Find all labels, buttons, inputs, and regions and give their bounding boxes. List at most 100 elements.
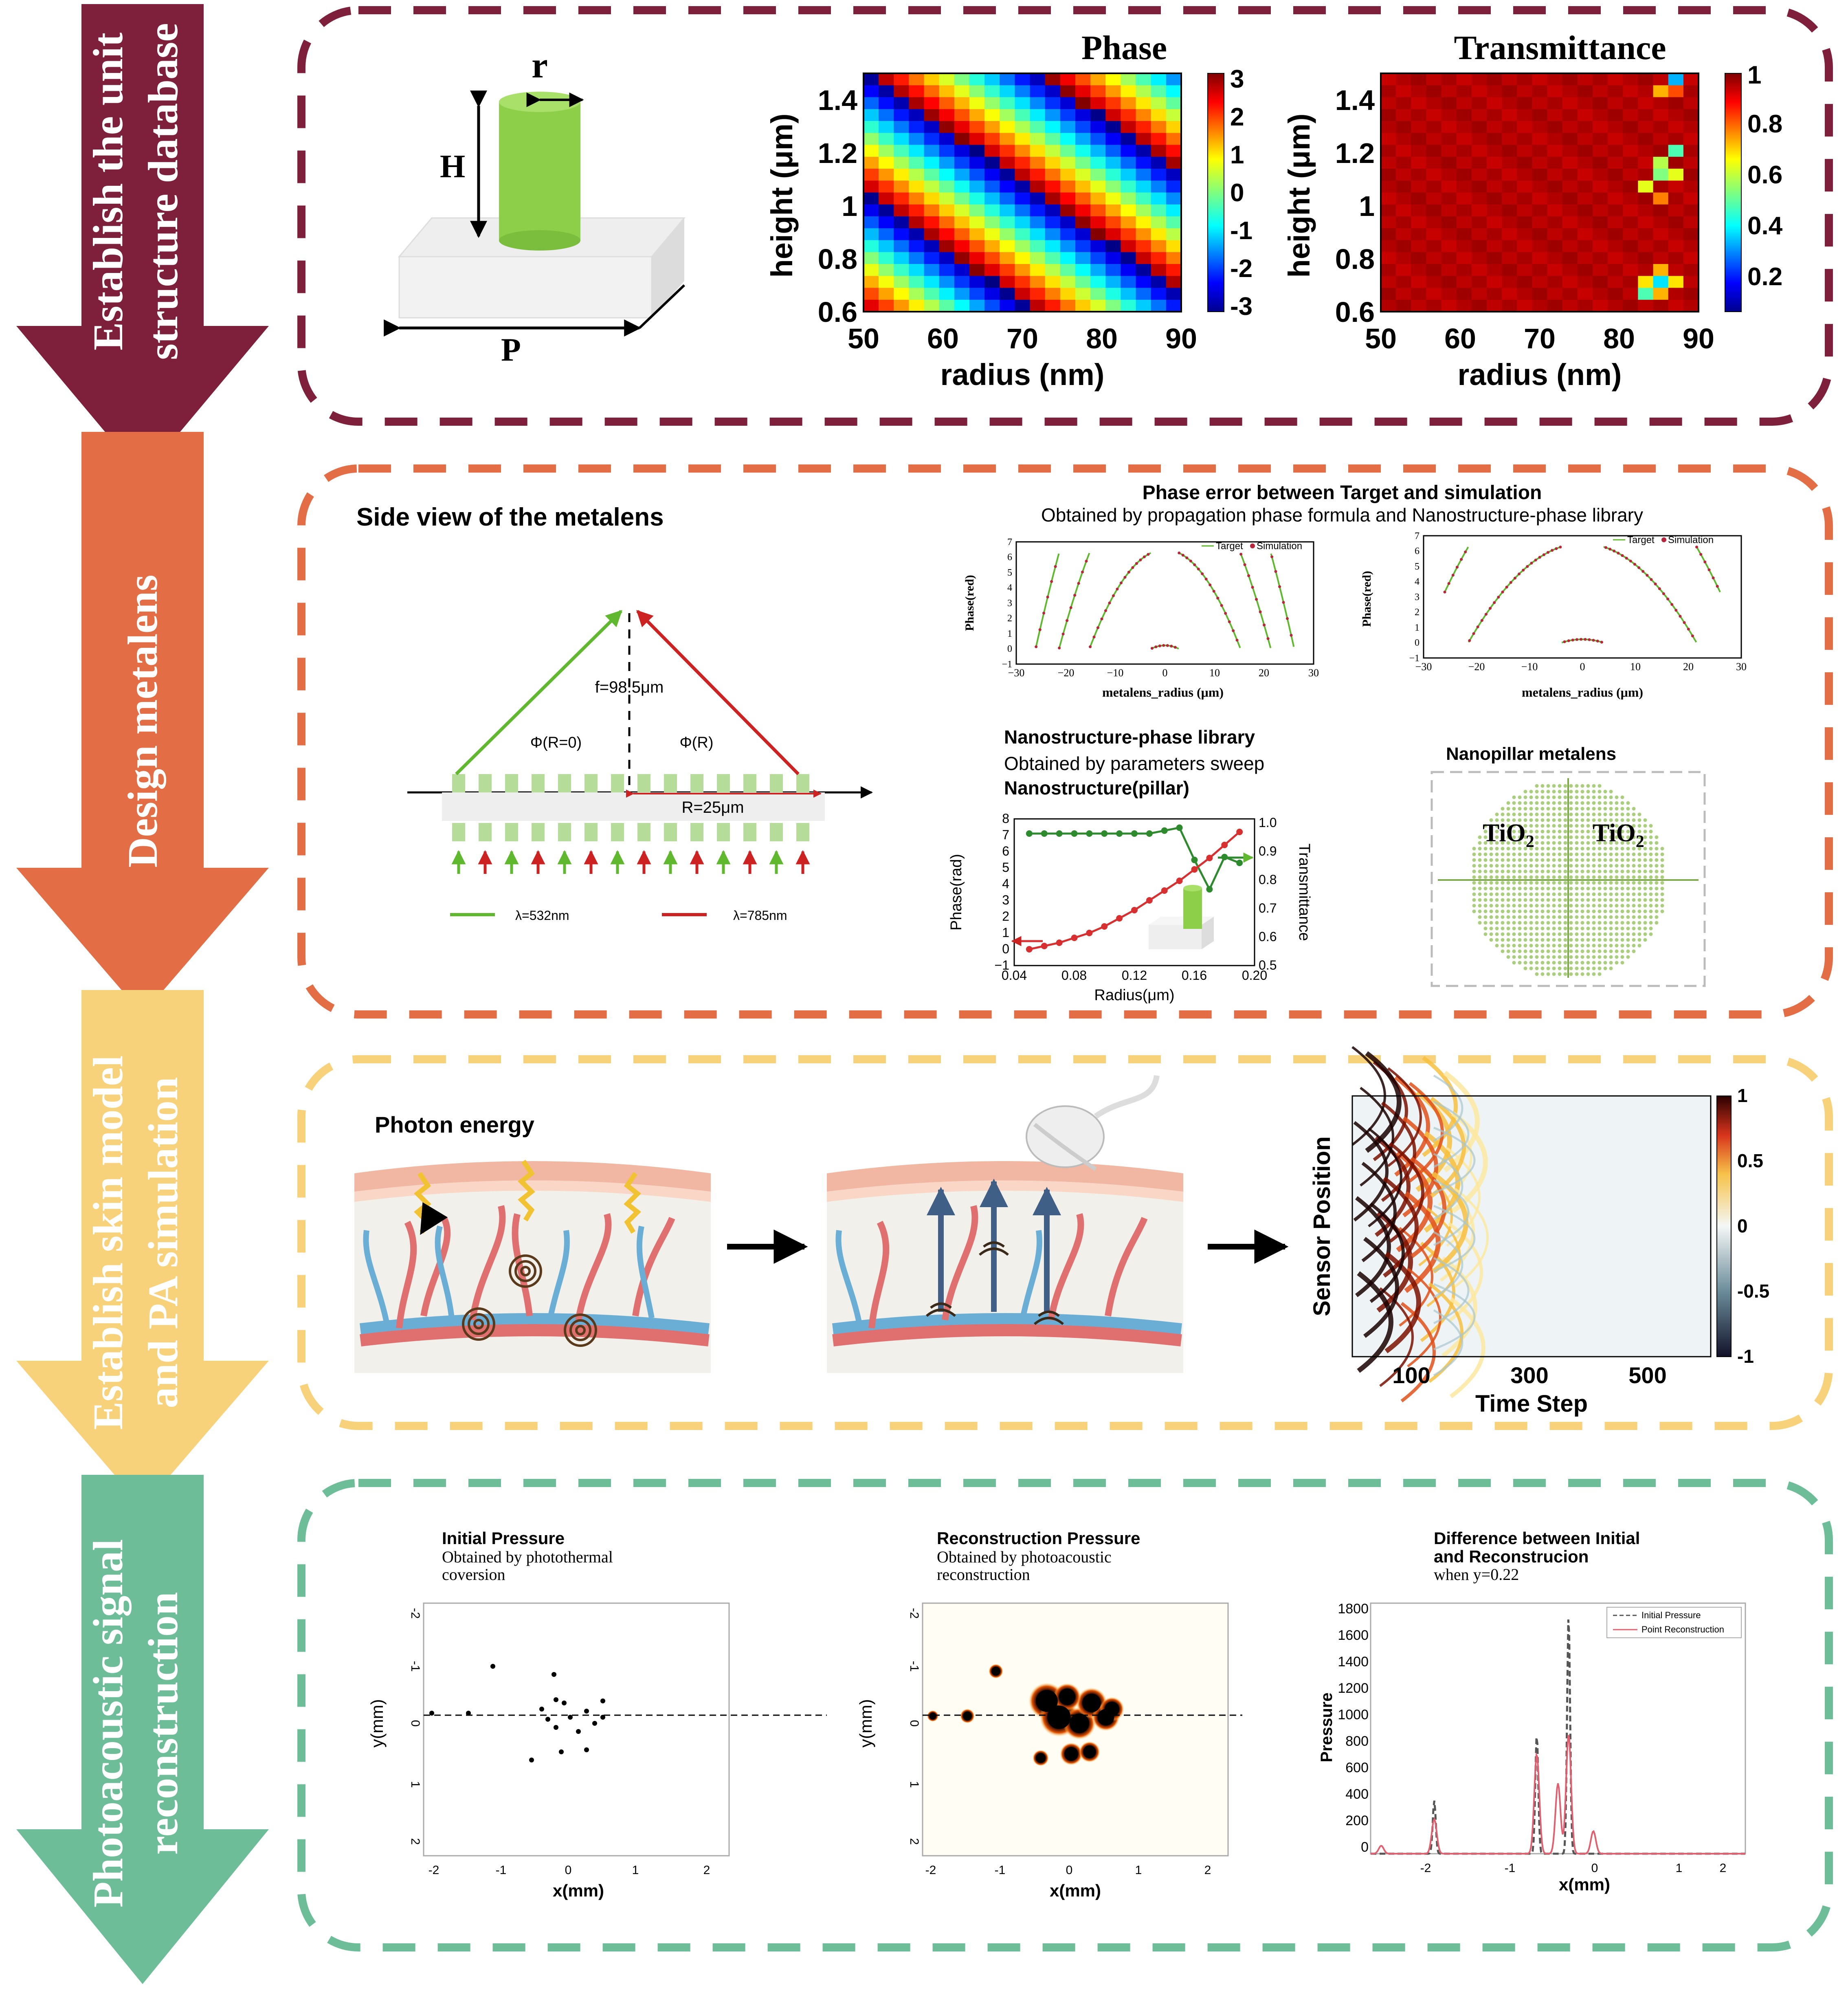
pillar-dot [1586,926,1590,931]
pillar-dot [1558,938,1562,942]
lens-pillar [717,823,730,841]
pillar-dot [1643,921,1647,925]
lens-pillar [479,823,492,841]
sim-point [1633,563,1636,566]
phase-cell [879,73,894,86]
pillar-dot [1523,892,1527,896]
pillar-dot [1483,909,1488,913]
trans-cell [1653,240,1669,253]
pillar-dot [1655,898,1659,902]
trans-cell [1562,145,1578,157]
pillar-dot [1649,847,1653,851]
pe-right-ytick: 5 [1415,561,1420,572]
pillar-dot [1563,818,1567,822]
phase-cell [894,180,909,193]
phase-point [1221,842,1228,848]
phase-cell [939,145,955,157]
trans-cell [1638,240,1654,253]
pillar-dot [1603,818,1607,822]
pillar-dot [1592,898,1596,902]
pillar-dot [1563,812,1567,816]
phase-cell [969,73,985,86]
pillar-body [499,102,580,240]
sim-point [1270,555,1274,559]
phase-cell [1151,299,1167,312]
trans-cell [1426,156,1442,169]
pillar-dot [1523,829,1527,834]
trans-cell [1547,204,1563,217]
pillar-dot [1558,949,1562,953]
pillar-dot [1552,932,1556,936]
trans-cell [1623,169,1638,181]
phase-cell [1136,133,1151,145]
trans-cell [1623,276,1638,288]
phase-cell [954,109,970,121]
trans-cell [1517,169,1532,181]
sim-point [1526,565,1529,568]
pillar-dot [1603,812,1607,816]
pillar-dot [1637,915,1641,919]
sim-point [1567,639,1570,642]
pillar-dot [1489,909,1493,913]
pillar-dot [1518,841,1522,845]
pillar-dot [1501,852,1505,856]
sim-point [1096,626,1099,629]
initial-sub2: coversion [442,1565,505,1584]
phase-cell [1000,145,1015,157]
wavefront [1407,1267,1441,1368]
sim-point [1513,576,1516,580]
phase-cell [954,204,970,217]
pillar-dot [1501,949,1505,953]
phase-cell [1030,276,1046,288]
sim-point [1551,549,1554,552]
pillar-dot [1523,841,1527,845]
legend-sim-right: Simulation [1668,535,1714,546]
trans-cell [1456,288,1472,300]
pillar-dot [1518,875,1522,879]
lens-pillar [637,823,650,841]
pillar-dot [1643,926,1647,931]
pillar-dot [1540,944,1545,948]
pillar-dot [1592,807,1596,811]
sim-point [1464,550,1467,554]
trans-cell [1532,299,1548,312]
trans-cell [1547,109,1563,121]
pillar-dot [1483,875,1488,879]
pillar-dot [1523,909,1527,913]
pillar-dot [1506,858,1510,862]
trans-cell [1381,180,1396,193]
pillar-dot [1632,835,1636,839]
trans-cell [1532,264,1548,276]
phase-cell [1030,156,1046,169]
phase-cell [879,97,894,110]
pillar-dot [1620,835,1624,839]
pillar-dot [1586,944,1590,948]
sensor-xtick: 500 [1628,1362,1666,1388]
trans-cell [1381,85,1396,98]
phase-cell [1000,228,1015,241]
trans-cell [1623,180,1638,193]
phase-cell [1045,73,1061,86]
trans-cell [1547,288,1563,300]
trans-cell [1623,228,1638,241]
pillar-dot [1552,869,1556,873]
pe-left-ytick: 7 [1007,537,1012,548]
phase-cell [1121,240,1136,253]
trans-cell [1577,228,1593,241]
pillar-dot [1615,881,1619,885]
trans-cell [1441,299,1457,312]
trans-cell [1638,276,1654,288]
phase-cell [939,169,955,181]
trans-cell [1532,145,1548,157]
diff-ytick: 800 [1345,1734,1369,1749]
sim-point [1220,604,1223,607]
trans-cell [1411,145,1426,157]
trans-cell [1487,228,1502,241]
pillar-dot [1603,864,1607,868]
trans-cell [1441,264,1457,276]
faint-wavefront [1433,1179,1470,1246]
pillar-dot [1649,881,1653,885]
phase-ytick: 1.2 [818,137,857,169]
pillar-dot [1478,847,1482,851]
phase-cell [954,288,970,300]
